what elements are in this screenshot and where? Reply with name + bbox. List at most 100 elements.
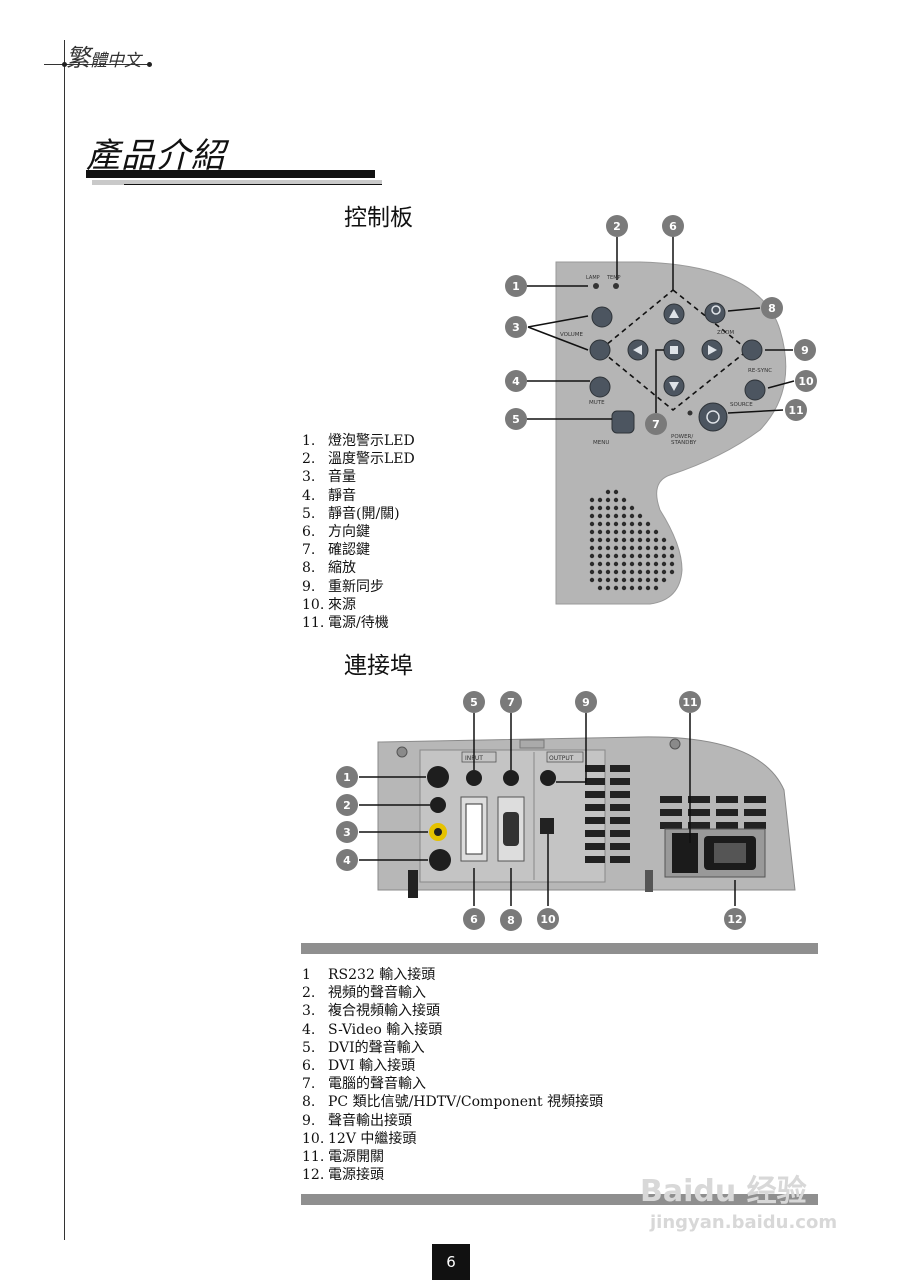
callout-number: 5 bbox=[470, 696, 478, 709]
list-item: 10.12V 中繼接頭 bbox=[302, 1130, 603, 1148]
list-item-number: 3. bbox=[302, 1003, 316, 1020]
list-item: 9.聲音輸出接頭 bbox=[302, 1112, 603, 1130]
list-item-number: 11. bbox=[302, 615, 325, 632]
list-item-label: PC 類比信號/HDTV/Component 視頻接頭 bbox=[328, 1094, 604, 1111]
callout-marker: 10 bbox=[537, 908, 559, 930]
callout-number: 6 bbox=[669, 220, 677, 233]
callout-marker: 1 bbox=[505, 275, 527, 297]
margin-rule bbox=[64, 40, 65, 1240]
list-item-number: 4. bbox=[302, 1021, 316, 1038]
callout-marker: 5 bbox=[505, 408, 527, 430]
callout-marker: 5 bbox=[463, 691, 485, 713]
left-arrow-icon bbox=[633, 345, 642, 355]
list-item-label: 電源/待機 bbox=[328, 615, 389, 632]
list-item-number: 2. bbox=[302, 985, 316, 1002]
list-item-number: 12. bbox=[302, 1167, 325, 1184]
callout-number: 7 bbox=[652, 418, 660, 431]
control-panel-figure: LAMP TEMP VOLUME MUTE MENU ZOOM RE-SYNC … bbox=[505, 215, 817, 605]
callout-marker: 9 bbox=[794, 339, 816, 361]
title-underline-thin bbox=[124, 184, 382, 185]
source-button[interactable] bbox=[744, 379, 766, 401]
callout-marker: 6 bbox=[463, 908, 485, 930]
list-item-number: 5. bbox=[302, 505, 316, 522]
list-item-label: 縮放 bbox=[328, 560, 356, 577]
list-item-label: 聲音輸出接頭 bbox=[328, 1112, 412, 1129]
bottom-divider bbox=[301, 1194, 818, 1205]
list-item: 4.S-Video 輸入接頭 bbox=[302, 1021, 603, 1039]
list-item: 7.確認鍵 bbox=[302, 541, 415, 559]
title-underline bbox=[86, 170, 375, 178]
callout-marker: 4 bbox=[336, 849, 358, 871]
callout-marker: 11 bbox=[785, 399, 807, 421]
source-label: SOURCE bbox=[730, 402, 753, 408]
list-item: 2.溫度警示LED bbox=[302, 450, 415, 468]
list-item-label: 燈泡警示LED bbox=[328, 433, 415, 449]
power-icon bbox=[706, 410, 720, 424]
list-item: 12.電源接頭 bbox=[302, 1166, 603, 1184]
callout-number: 5 bbox=[512, 413, 520, 426]
list-item: 6.DVI 輸入接頭 bbox=[302, 1057, 603, 1075]
rs232-port bbox=[427, 766, 449, 788]
video-audio-port bbox=[430, 797, 446, 813]
list-item-number: 7. bbox=[302, 542, 316, 559]
callout-number: 9 bbox=[582, 696, 590, 709]
enter-icon bbox=[670, 346, 678, 354]
power-label-2: STANDBY bbox=[671, 440, 697, 446]
list-item: 1.燈泡警示LED bbox=[302, 432, 415, 450]
section-divider bbox=[301, 943, 818, 954]
svideo-port bbox=[429, 849, 451, 871]
mute-button[interactable] bbox=[589, 376, 611, 398]
callout-marker: 4 bbox=[505, 370, 527, 392]
list-item-label: 靜音(開/關) bbox=[328, 505, 400, 522]
zoom-label: ZOOM bbox=[717, 330, 734, 336]
callout-marker: 2 bbox=[336, 794, 358, 816]
menu-button[interactable] bbox=[611, 410, 635, 434]
list-item-label: 電源開關 bbox=[328, 1149, 384, 1166]
callout-marker: 9 bbox=[575, 691, 597, 713]
callout-number: 3 bbox=[343, 826, 351, 839]
temp-led-label: TEMP bbox=[606, 275, 621, 281]
page-number: 6 bbox=[432, 1244, 470, 1280]
list-item-label: 複合視頻輸入接頭 bbox=[328, 1003, 440, 1020]
list-item: 6.方向鍵 bbox=[302, 523, 415, 541]
power-label-1: POWER/ bbox=[671, 434, 693, 440]
callout-number: 11 bbox=[682, 696, 697, 709]
callout-number: 12 bbox=[727, 913, 742, 926]
list-item-number: 6. bbox=[302, 524, 316, 541]
callout-marker: 12 bbox=[724, 908, 746, 930]
vent-slots bbox=[585, 765, 766, 863]
language-first-char: 繁 bbox=[66, 44, 90, 72]
list-item-number: 8. bbox=[302, 1094, 316, 1111]
volume-down-button[interactable] bbox=[589, 339, 611, 361]
output-label: OUTPUT bbox=[549, 755, 574, 762]
power-button[interactable] bbox=[698, 402, 728, 432]
resync-button[interactable] bbox=[741, 339, 763, 361]
header-rule bbox=[44, 64, 150, 65]
list-item-number: 10. bbox=[302, 1130, 325, 1147]
up-arrow-icon bbox=[669, 309, 679, 318]
list-item-label: 12V 中繼接頭 bbox=[328, 1130, 417, 1147]
list-item: 3. 複合視頻輸入接頭 bbox=[302, 1002, 603, 1020]
page-title: 產品介紹 bbox=[86, 136, 226, 176]
audio-out-port bbox=[540, 770, 556, 786]
list-item: 3.音量 bbox=[302, 468, 415, 486]
pc-audio-port bbox=[503, 770, 519, 786]
right-arrow-icon bbox=[708, 345, 717, 355]
callout-number: 8 bbox=[507, 914, 515, 927]
list-item-number: 8. bbox=[302, 560, 316, 577]
12v-trigger-port bbox=[540, 818, 554, 834]
callout-number: 8 bbox=[768, 302, 776, 315]
menu-label: MENU bbox=[593, 440, 609, 446]
down-arrow-icon bbox=[669, 382, 679, 391]
list-item-number: 4. bbox=[302, 487, 316, 504]
list-item-number: 2. bbox=[302, 451, 316, 468]
list-item-label: 靜音 bbox=[328, 487, 356, 504]
list-item: 11.電源開關 bbox=[302, 1148, 603, 1166]
volume-up-button[interactable] bbox=[591, 306, 613, 328]
callout-number: 11 bbox=[788, 404, 803, 417]
zoom-icon bbox=[711, 305, 721, 315]
